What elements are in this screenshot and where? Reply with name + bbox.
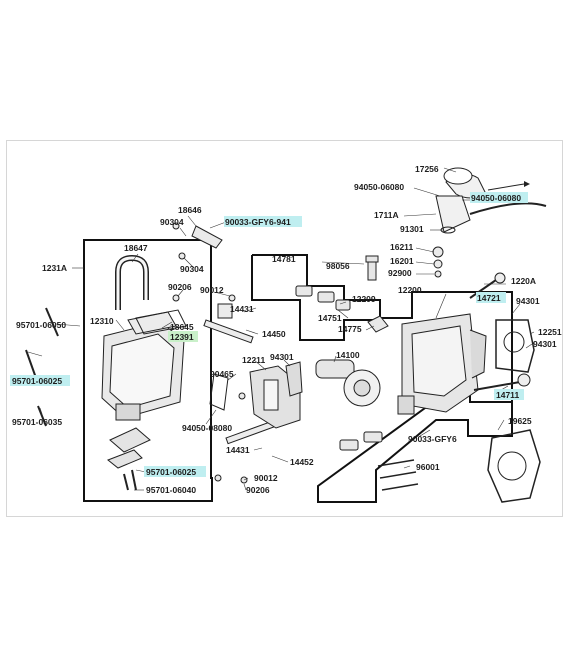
breather-hose (469, 202, 547, 215)
head-cover-gasket (135, 309, 187, 335)
part-label: 95701-06025 (12, 376, 62, 386)
part-label: 95701-06040 (146, 485, 196, 495)
rocker-shafts (203, 303, 278, 445)
label-highlights (10, 192, 528, 477)
part-label: 90033-GFY6-941 (225, 217, 291, 227)
group-outline-rocker-bracket (251, 255, 380, 341)
part-label: 18647 (124, 243, 148, 253)
part-label: 14431 (230, 304, 254, 314)
head-cover (101, 311, 185, 421)
part-label: 94050-06080 (471, 193, 521, 203)
head-gasket-right (495, 319, 535, 373)
lower-bracket (107, 427, 151, 469)
part-label: 14775 (338, 324, 362, 334)
diagram-frame (6, 140, 563, 517)
part-label: 94050-08080 (182, 423, 232, 433)
breather-tube (115, 254, 149, 310)
valve-head-top (494, 272, 506, 284)
breather-tube-inner (116, 256, 148, 310)
part-label: 95701-06035 (12, 417, 62, 427)
part-label: 90465 (210, 369, 234, 379)
part-label: 14100 (336, 350, 360, 360)
part-label: 98056 (326, 261, 350, 271)
base-gasket-bore (497, 451, 527, 481)
part-label: 90206 (168, 282, 192, 292)
part-label: 14452 (290, 457, 314, 467)
part-label: 1711A (374, 210, 399, 220)
part-label: 18646 (178, 205, 202, 215)
part-labels: 17256 94050-06080 94050-06080 1711A 9130… (12, 164, 562, 495)
studs (377, 459, 419, 491)
intake-manifold (435, 167, 487, 233)
camshaft (315, 359, 381, 407)
part-label: 94301 (270, 352, 294, 362)
part-label: 90304 (160, 217, 184, 227)
part-label: 90033-GFY6 (408, 434, 457, 444)
part-label: 12310 (90, 316, 114, 326)
part-label: 19625 (508, 416, 532, 426)
part-label: 14721 (477, 293, 501, 303)
valve-springs (295, 285, 389, 451)
part-label: 14751 (318, 313, 342, 323)
small-parts (172, 222, 444, 484)
part-label: 94050-06080 (354, 182, 404, 192)
part-label: 90012 (200, 285, 224, 295)
part-label: 14781 (272, 254, 296, 264)
part-label: 90206 (246, 485, 270, 495)
part-label: 14450 (262, 329, 286, 339)
part-label: 12200 (398, 285, 422, 295)
part-label: 95701-06050 (16, 320, 66, 330)
cylinder-head (397, 313, 487, 415)
part-label: 12391 (170, 332, 194, 342)
part-label: 94301 (533, 339, 557, 349)
part-label: 16211 (390, 242, 413, 252)
part-label: 95701-06025 (146, 467, 196, 477)
valves (469, 279, 521, 391)
arrow-head (524, 181, 530, 187)
bolts-left (25, 307, 137, 491)
part-label: 92900 (388, 268, 412, 278)
part-label: 1231A (42, 263, 67, 273)
part-label: 18645 (170, 322, 194, 332)
part-label: 91301 (400, 224, 424, 234)
part-label: 12251 (538, 327, 562, 337)
part-label: 17256 (415, 164, 439, 174)
spark-plug (365, 255, 379, 281)
part-label: 96001 (416, 462, 440, 472)
valve-head-bottom (517, 373, 531, 387)
part-label: 12209 (352, 294, 376, 304)
gasket-bore (503, 331, 525, 353)
cylinder-base-gasket (487, 429, 541, 503)
part-label: 14711 (496, 390, 519, 400)
part-label: 1220A (511, 276, 536, 286)
part-label: 12211 (242, 355, 265, 365)
part-label: 90304 (180, 264, 204, 274)
part-label: 14431 (226, 445, 250, 455)
part-label: 94301 (516, 296, 540, 306)
rocker-bracket (249, 361, 303, 429)
part-label: 16201 (390, 256, 414, 266)
arrow-indicator (487, 183, 525, 191)
part-label: 90012 (254, 473, 278, 483)
